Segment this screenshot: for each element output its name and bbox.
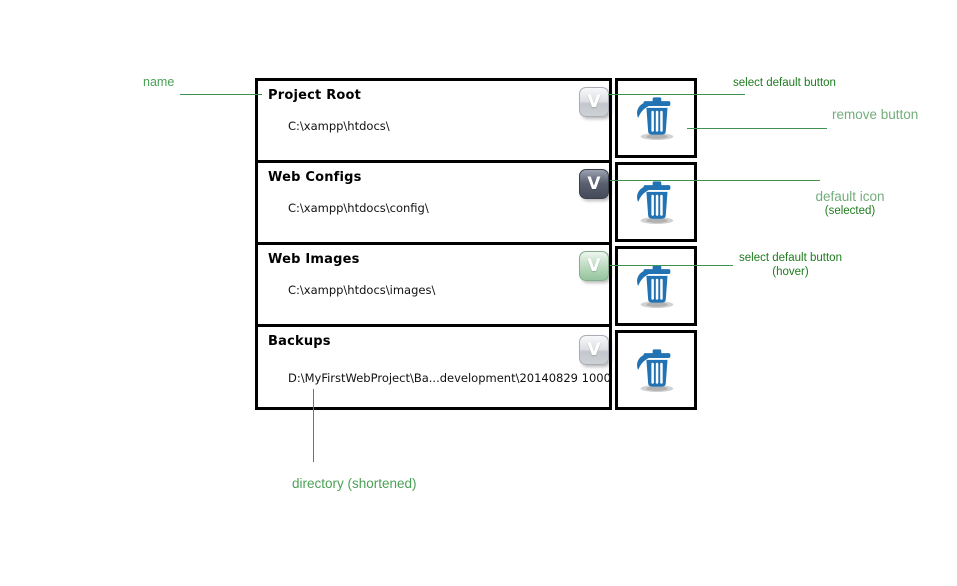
annotation-default-icon-sub: (selected) (824, 205, 876, 217)
annotation-hover-sub: (hover) (772, 266, 809, 278)
directory-name: Web Images (268, 252, 360, 267)
annotation-default-icon-label: default icon (selected) (795, 190, 905, 218)
directory-row-web-configs: Web Configs C:\xampp\htdocs\config\ V (258, 163, 609, 245)
select-default-button[interactable]: V (579, 251, 609, 281)
directory-path: C:\xampp\htdocs\ (288, 119, 390, 133)
annotation-select-default-label: select default button (733, 77, 836, 89)
directory-row-web-images: Web Images C:\xampp\htdocs\images\ V (258, 245, 609, 327)
annotation-line-select-default (608, 94, 745, 95)
remove-button[interactable] (615, 246, 697, 326)
annotation-remove-label: remove button (832, 107, 919, 122)
annotation-line-name (180, 94, 262, 95)
directory-name: Backups (268, 334, 331, 349)
directory-path: D:\MyFirstWebProject\Ba...development\20… (288, 371, 611, 385)
select-default-button[interactable]: V (579, 335, 609, 365)
annotation-hover-text: select default button (739, 252, 842, 264)
trash-icon (633, 175, 679, 229)
remove-button[interactable] (615, 78, 697, 158)
trash-icon (633, 91, 679, 145)
remove-button[interactable] (615, 330, 697, 410)
remove-button[interactable] (615, 162, 697, 242)
annotation-line-remove (687, 128, 827, 129)
annotation-hover-label: select default button (hover) (733, 251, 848, 279)
select-default-button[interactable]: V (579, 87, 609, 117)
trash-icon (633, 343, 679, 397)
annotation-line-default-icon (610, 180, 820, 181)
directory-row-backups: Backups D:\MyFirstWebProject\Ba...develo… (258, 327, 611, 407)
directory-row-project-root: Project Root C:\xampp\htdocs\ V (258, 81, 609, 163)
select-default-button[interactable]: V (579, 169, 609, 199)
annotation-directory-label: directory (shortened) (292, 476, 417, 491)
directory-list: Project Root C:\xampp\htdocs\ V Web Conf… (255, 78, 612, 410)
annotation-line-hover (610, 265, 733, 266)
directory-name: Project Root (268, 88, 362, 103)
trash-icon (633, 259, 679, 313)
directory-path: C:\xampp\htdocs\images\ (288, 283, 436, 297)
annotation-name-label: name (143, 75, 175, 89)
directory-path: C:\xampp\htdocs\config\ (288, 201, 429, 215)
directory-name: Web Configs (268, 170, 362, 185)
annotation-default-icon-text: default icon (815, 189, 885, 204)
annotation-line-directory (313, 389, 314, 462)
